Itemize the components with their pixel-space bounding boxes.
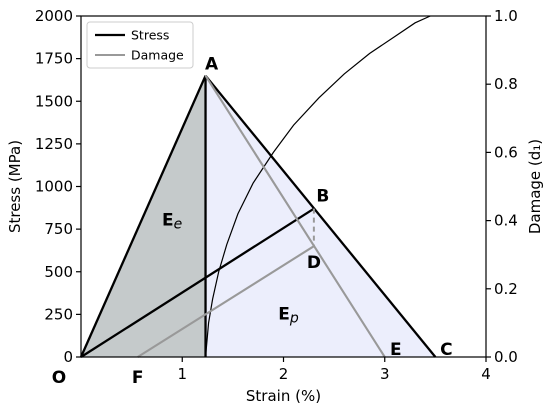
left-y-axis-title: Stress (MPa): [6, 140, 24, 233]
stress-line-AC: [204, 74, 437, 358]
legend-box: [86, 21, 194, 69]
legend-label-damage: Damage: [131, 48, 184, 63]
plastic-region-label-main: E: [278, 304, 290, 324]
x-tick-label: 2: [279, 365, 289, 383]
stress-line-OA: [79, 75, 207, 358]
left-y-tick-label: 0: [63, 348, 73, 366]
legend-label-stress: Stress: [131, 28, 169, 43]
left-y-tick-label: 1000: [35, 178, 73, 196]
right-y-tick-label: 0.6: [494, 143, 518, 161]
point-label-A: A: [205, 55, 219, 75]
x-tick-label: 3: [380, 365, 390, 383]
left-y-tick-label: 500: [44, 263, 73, 281]
damage-line-AE: [204, 75, 386, 358]
plastic-region-label-sub: p: [289, 310, 299, 326]
right-y-tick-label: 0.2: [494, 280, 518, 298]
damage-evolution-curve: [204, 15, 431, 358]
legend: Stress Damage: [86, 21, 194, 69]
left-y-tick-label: 2000: [35, 7, 73, 25]
damage-line-FD: [137, 245, 315, 358]
point-label-O: O: [52, 368, 66, 388]
left-y-tick-label: 1500: [35, 92, 73, 110]
left-y-tick-label: 1250: [35, 135, 73, 153]
point-label-D: D: [307, 253, 321, 273]
right-y-tick-label: 1.0: [494, 7, 518, 25]
point-label-F: F: [132, 368, 144, 388]
left-y-tick-label: 250: [44, 305, 73, 323]
stress-line-OB: [80, 207, 315, 358]
right-y-tick-label: 0.0: [494, 348, 518, 366]
elastic-region-label: Ee: [162, 211, 182, 233]
right-y-tick-label: 0.8: [494, 75, 518, 93]
left-y-tick-label: 1750: [35, 50, 73, 68]
x-tick-label: 4: [481, 365, 491, 383]
elastic-region-label-sub: e: [174, 217, 183, 233]
x-axis-title: Strain (%): [246, 387, 321, 405]
right-y-tick-label: 0.4: [494, 212, 518, 230]
x-tick-label: 1: [177, 365, 187, 383]
axis-ticks: 1 2 3 4 0 250 500 750 1000 1250 1500 1750 2000 0.0 0.2…: [35, 7, 518, 383]
point-label-B: B: [316, 187, 329, 207]
point-label-C: C: [440, 340, 452, 360]
plastic-region-label: Ep: [278, 304, 299, 326]
elastic-region-label-main: E: [162, 211, 174, 231]
right-y-axis-title: Damage (d₁): [526, 139, 544, 234]
point-label-E: E: [390, 340, 402, 360]
left-y-tick-label: 750: [44, 220, 73, 238]
